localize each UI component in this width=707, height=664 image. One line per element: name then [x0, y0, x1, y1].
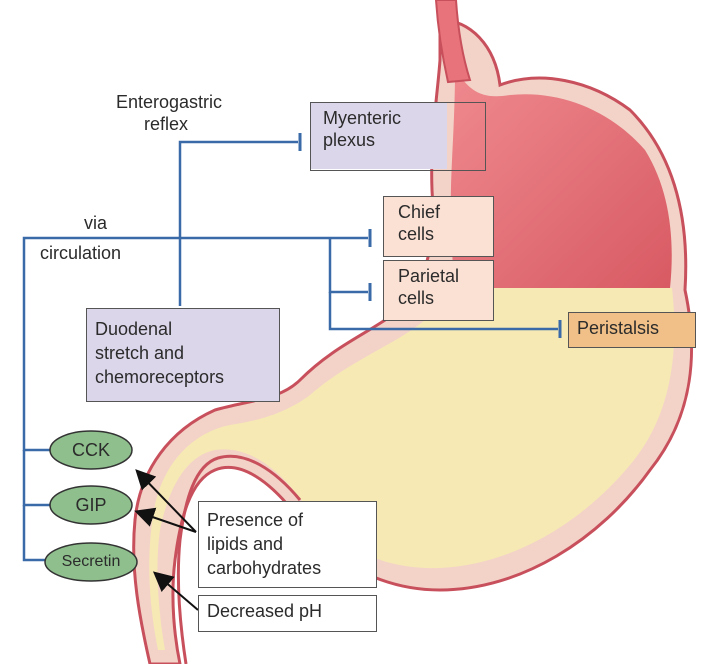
parietal-text: Parietal — [392, 265, 485, 287]
lipids-text: lipids and — [207, 532, 368, 556]
parietal-cells-box: Parietal cells — [383, 260, 494, 321]
myenteric-plexus-box: Myenteric plexus — [310, 102, 486, 171]
chief-cells-box: Chief cells — [383, 196, 494, 257]
presence-text: Presence of — [207, 508, 368, 532]
reflex-text: reflex — [116, 113, 222, 135]
cck-label: CCK — [50, 439, 132, 461]
parietal-cells-text: cells — [392, 287, 485, 309]
plexus-text: plexus — [323, 129, 477, 151]
circulation-to-gip — [24, 450, 50, 505]
myenteric-text: Myenteric — [323, 107, 477, 129]
enterogastric-label: Enterogastric reflex — [116, 91, 222, 135]
carbohydrates-text: carbohydrates — [207, 556, 368, 580]
secretin-label: Secretin — [45, 551, 137, 573]
via-label: via — [84, 212, 107, 234]
chief-cells-text: cells — [392, 223, 485, 245]
lipids-carbohydrates-box: Presence of lipids and carbohydrates — [198, 501, 377, 588]
decreased-ph-box: Decreased pH — [198, 595, 377, 632]
enterogastric-text: Enterogastric — [116, 91, 222, 113]
chief-text: Chief — [392, 201, 485, 223]
peristalsis-text: Peristalsis — [577, 317, 687, 339]
ph-text: Decreased pH — [207, 600, 368, 622]
circulation-label: circulation — [40, 242, 121, 264]
peristalsis-box: Peristalsis — [568, 312, 696, 348]
enterogastric-reflex-line — [180, 142, 298, 306]
chemoreceptors-text: chemoreceptors — [95, 365, 271, 389]
duodenal-text: Duodenal — [95, 317, 271, 341]
gip-label: GIP — [50, 494, 132, 516]
parietal-branch — [330, 238, 368, 292]
stretch-text: stretch and — [95, 341, 271, 365]
duodenal-receptors-box: Duodenal stretch and chemoreceptors — [86, 308, 280, 402]
